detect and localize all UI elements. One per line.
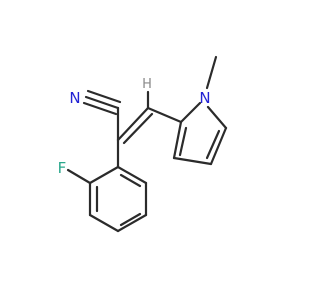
pyrrole-n1-c5 (206, 105, 228, 130)
nitrile-bond-2 (86, 89, 122, 104)
pyrrole-c3-c2 (172, 120, 183, 160)
nitrile-bond-1 (84, 95, 120, 110)
c-f-bond (66, 168, 92, 185)
n-methyl-bond (205, 55, 218, 90)
phenyl-c3-c4 (88, 213, 120, 233)
phenyl-c6-c1 (116, 165, 148, 185)
pyrrole-nitrogen-label: N (199, 89, 210, 107)
nitrile-bond-3 (82, 101, 118, 116)
vinyl-hydrogen-label: H (142, 77, 152, 92)
nitrile-nitrogen-label: N (69, 89, 80, 107)
pyrrole-c4-c3 (172, 156, 213, 166)
phenyl-inner-2 (119, 212, 142, 227)
phenyl-c1-c2 (88, 165, 120, 185)
alkene-bond-a (116, 106, 150, 142)
phenyl-c4-c5 (116, 213, 148, 233)
pyrrole-c2-n1 (179, 101, 202, 124)
alkene-bond-b (122, 112, 154, 145)
vinyl-to-pyrrole-bond (146, 106, 183, 124)
pyrrole-c5-c4-inner (205, 129, 221, 160)
molecule-canvas: N H N F (58, 55, 228, 233)
fluorine-label: F (58, 159, 67, 177)
phenyl-inner-3 (119, 173, 142, 188)
pyrrole-c5-c4 (209, 126, 228, 166)
pyrrole-c3-c2-inner (178, 126, 188, 157)
molecule-structure: N H N F (58, 55, 228, 233)
